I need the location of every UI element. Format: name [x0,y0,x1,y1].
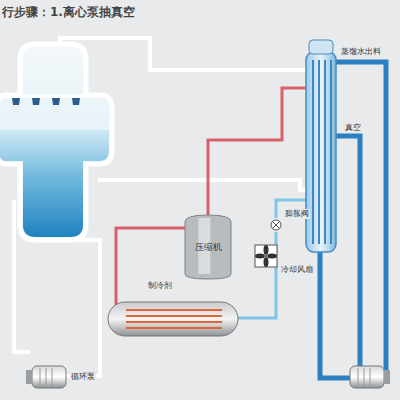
outlet-label: 蒸馏水出料 [340,47,382,57]
valve-label: 膨胀阀 [284,209,310,219]
title: 行步骤：1.离心泵抽真空 [2,4,135,21]
vacuum-label: 真空 [344,123,362,133]
fan-label: 冷却风扇 [280,265,314,275]
refrigerant-label: 制冷剂 [147,281,173,291]
compressor: 压缩机 [184,214,232,280]
pump-label: 循环泵 [70,372,96,382]
compressor-label: 压缩机 [184,241,232,254]
